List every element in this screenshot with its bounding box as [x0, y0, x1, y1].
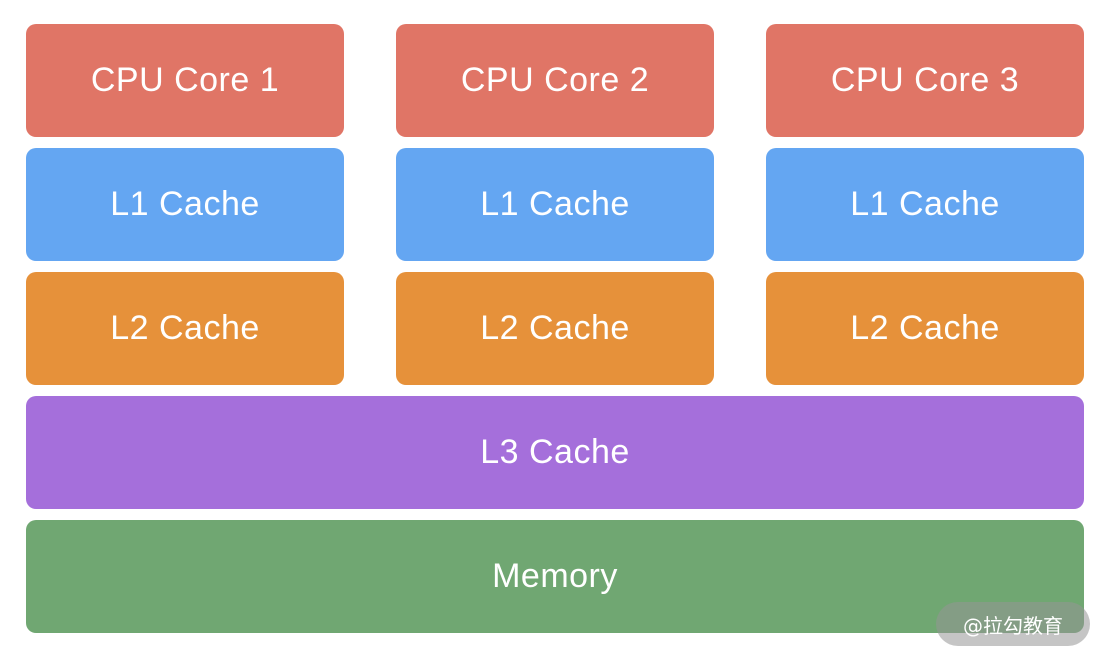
watermark-text: @拉勾教育 [963, 613, 1063, 638]
l2-cache-core-2-label: L2 Cache [480, 309, 630, 347]
l1-cache-core-2-block: L1 Cache [396, 148, 714, 261]
cpu-core-2-label: CPU Core 2 [460, 61, 650, 99]
l3-cache-label: L3 Cache [480, 433, 630, 471]
l1-cache-core-3-label: L1 Cache [850, 185, 1000, 223]
watermark-badge: @拉勾教育 [936, 602, 1090, 646]
cpu-core-3-block: CPU Core 3 [766, 24, 1084, 137]
l1-cache-core-1-label: L1 Cache [110, 185, 260, 223]
cpu-core-1-block: CPU Core 1 [26, 24, 344, 137]
l2-cache-core-3-block: L2 Cache [766, 272, 1084, 385]
memory-block: Memory [26, 520, 1084, 633]
l3-cache-block: L3 Cache [26, 396, 1084, 509]
l1-cache-core-1-block: L1 Cache [26, 148, 344, 261]
cpu-core-3-label: CPU Core 3 [830, 61, 1020, 99]
l1-cache-core-3-block: L1 Cache [766, 148, 1084, 261]
cpu-core-1-label: CPU Core 1 [90, 61, 280, 99]
l2-cache-core-2-block: L2 Cache [396, 272, 714, 385]
l2-cache-core-1-label: L2 Cache [110, 309, 260, 347]
cpu-core-2-block: CPU Core 2 [396, 24, 714, 137]
l2-cache-core-1-block: L2 Cache [26, 272, 344, 385]
l1-cache-core-2-label: L1 Cache [480, 185, 630, 223]
l2-cache-core-3-label: L2 Cache [850, 309, 1000, 347]
memory-label: Memory [492, 557, 618, 595]
